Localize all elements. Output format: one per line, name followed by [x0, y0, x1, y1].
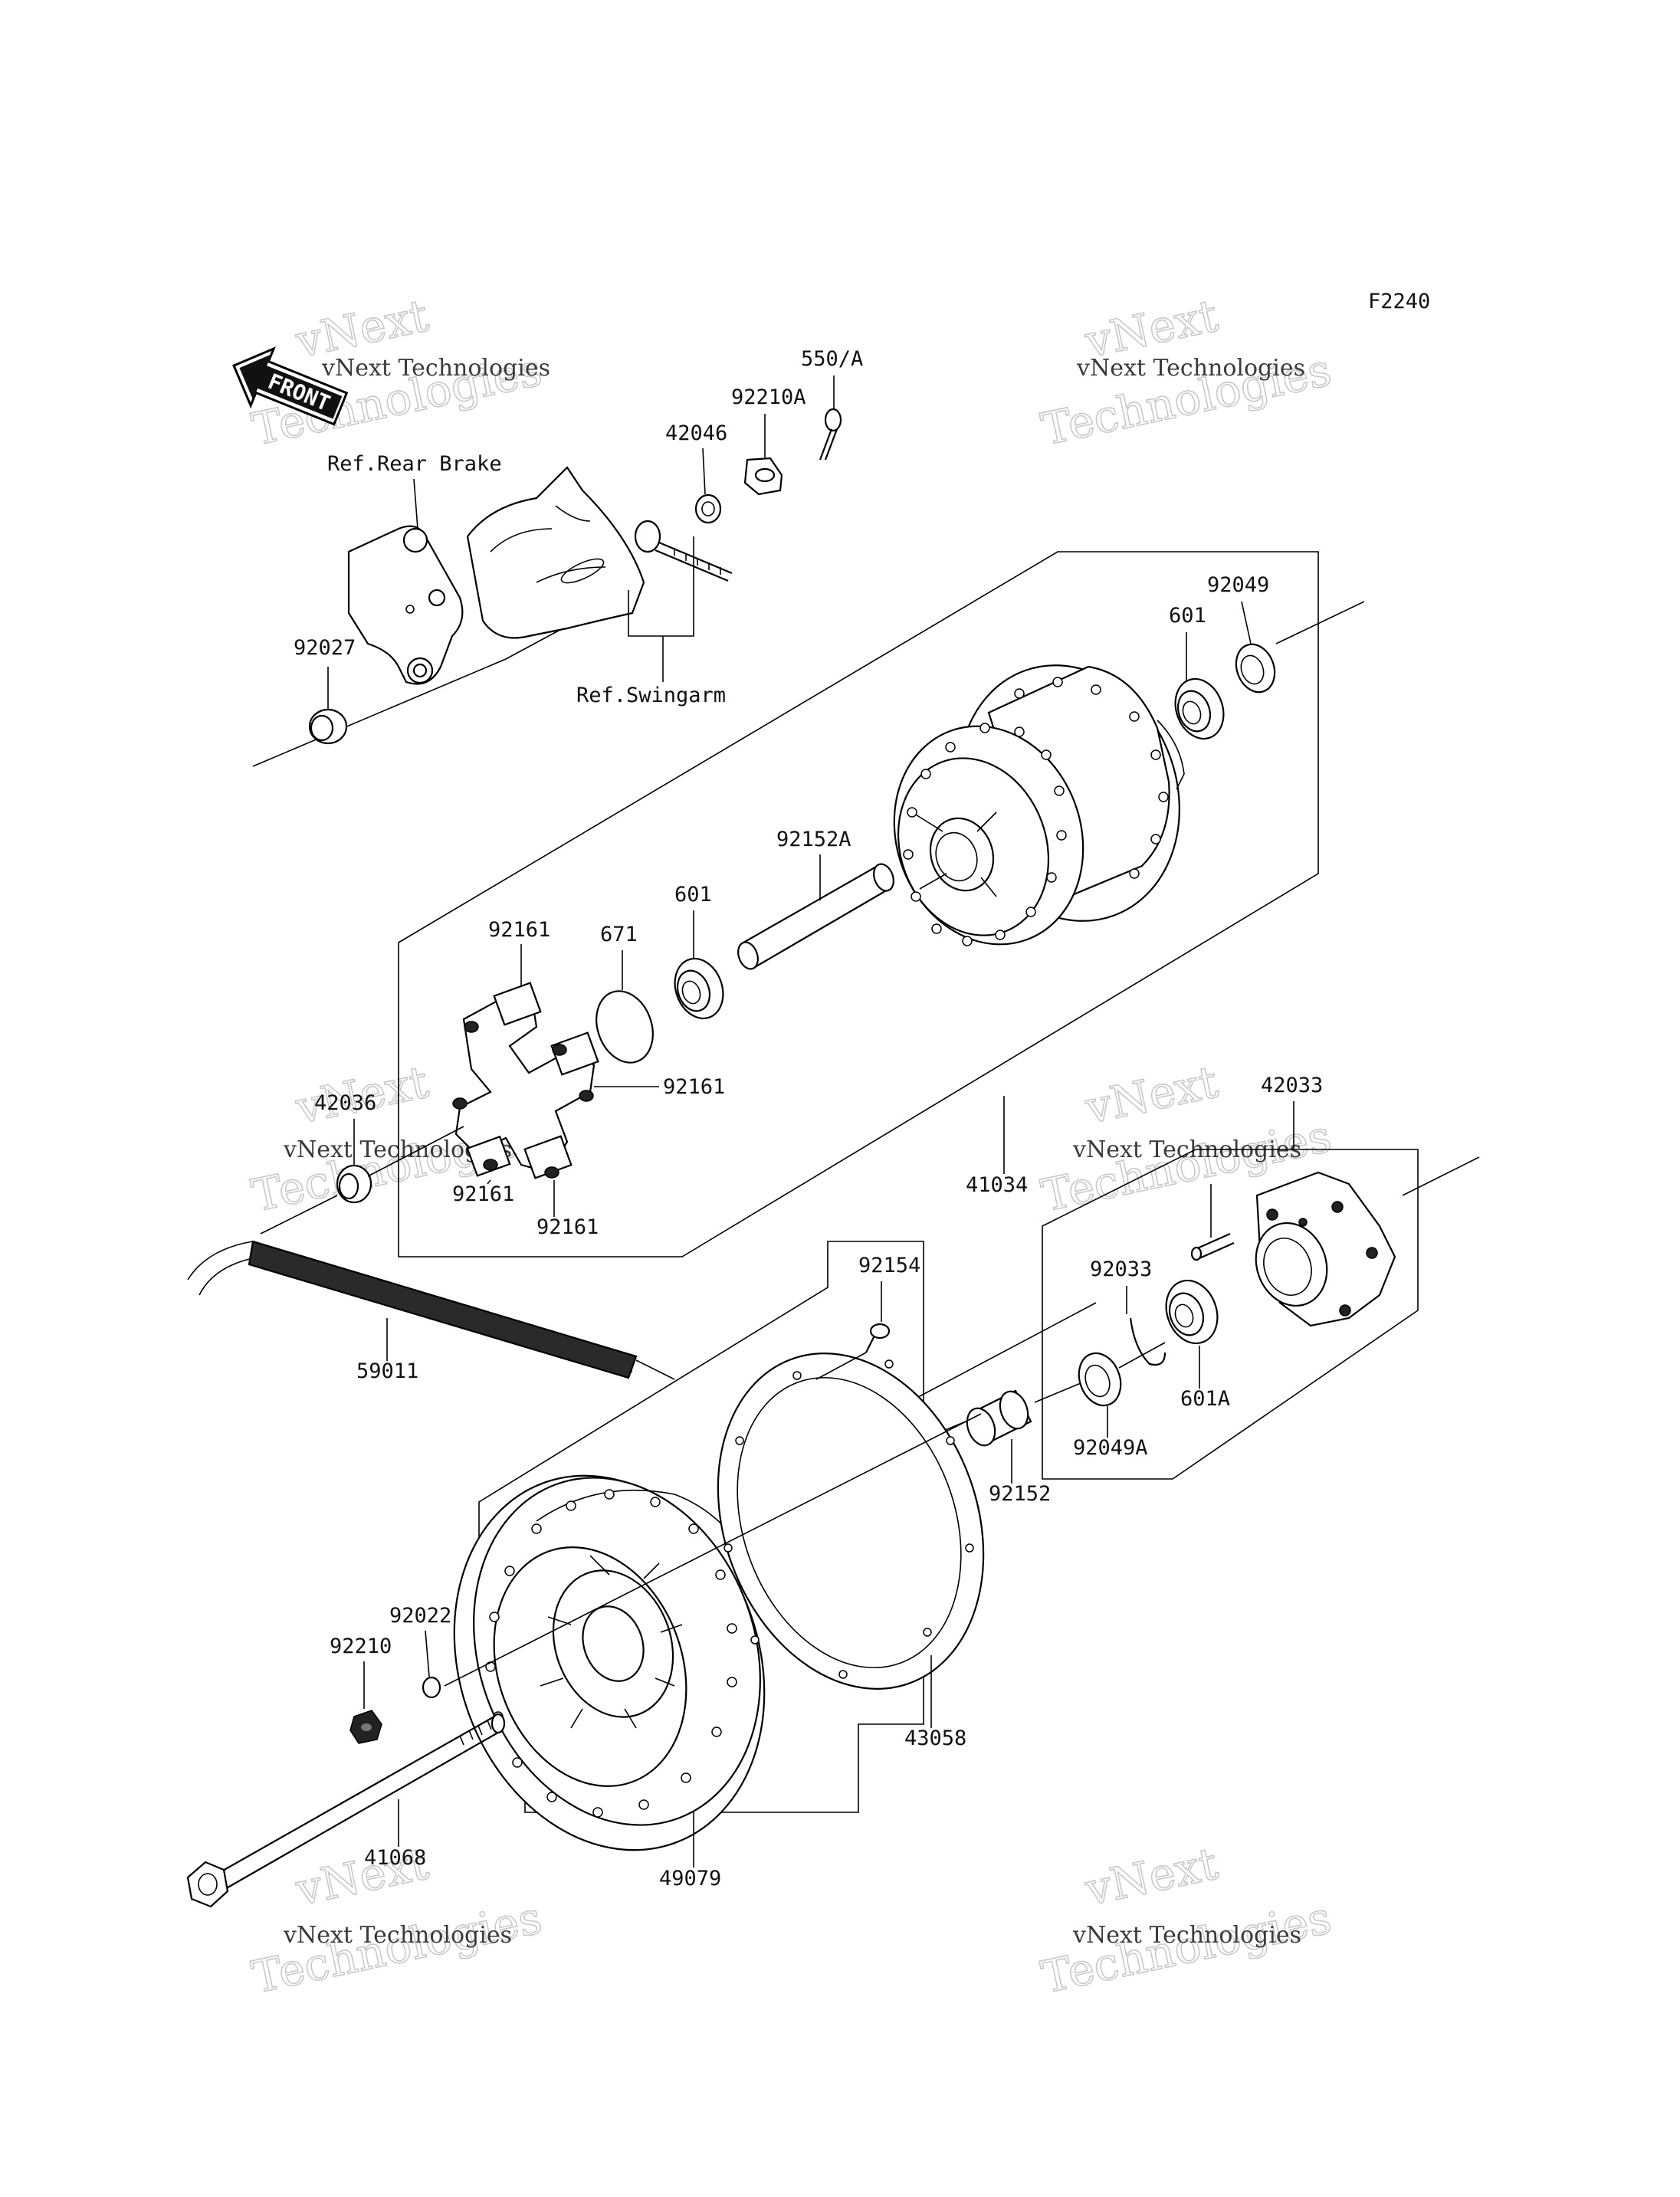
- spacer-tube-92152a: [737, 863, 894, 970]
- castle-nut-92210a: [743, 457, 783, 496]
- part-label-92152a: 92152A: [776, 828, 851, 851]
- axis-line: [815, 1352, 867, 1380]
- axis-line: [1275, 601, 1365, 644]
- axis-line: [1034, 1382, 1081, 1403]
- part-label-601-mid: 601: [674, 883, 712, 907]
- watermark-text: vNext Technologies: [283, 1922, 512, 1949]
- part-label-92049: 92049: [1207, 573, 1269, 597]
- washer-92022: [422, 1676, 441, 1699]
- watermark-text: vNext Technologies: [1076, 355, 1305, 382]
- part-label-92161-a: 92161: [488, 918, 550, 942]
- assembly-outline-41034: [398, 551, 1319, 1258]
- front-arrow-icon: FRONT: [232, 346, 349, 426]
- bolt-92154: [865, 1323, 891, 1353]
- spacer-92152: [966, 1389, 1032, 1447]
- leader-line: [702, 448, 706, 495]
- part-label-92152: 92152: [989, 1482, 1051, 1506]
- watermark-bottom-left: vNext Technologies: [247, 1837, 546, 2005]
- part-label-92154: 92154: [858, 1254, 920, 1277]
- part-label-42036: 42036: [314, 1091, 376, 1115]
- ref-swingarm-label: Ref.Swingarm: [576, 684, 726, 707]
- oil-seal-92049: [1235, 643, 1276, 694]
- leader-line: [487, 1179, 491, 1185]
- leader-line: [413, 478, 418, 530]
- axis-line: [907, 1302, 1097, 1403]
- swingarm-end: [466, 466, 645, 639]
- part-label-601a: 601A: [1180, 1387, 1230, 1411]
- axle-41068: [186, 1713, 506, 1908]
- axis-line: [367, 1126, 464, 1177]
- figure-code: F2240: [1368, 290, 1430, 313]
- part-label-92210: 92210: [330, 1635, 392, 1658]
- axis-line: [1118, 1342, 1166, 1369]
- bearing-601-mid: [674, 957, 724, 1020]
- axis-line: [1402, 1156, 1480, 1196]
- part-label-41068: 41068: [364, 1846, 426, 1870]
- drive-belt-59011: [187, 1240, 675, 1380]
- hub-damper-cushions: [452, 982, 599, 1179]
- part-label-92161-d: 92161: [536, 1215, 599, 1239]
- axis-line: [252, 658, 507, 767]
- wheel-rim-holes: [485, 1489, 737, 1818]
- cotter-pin-550a: [819, 408, 842, 461]
- part-label-92027: 92027: [294, 636, 356, 660]
- coupling-42033: [1255, 1171, 1396, 1327]
- ref-rear-brake-label: Ref.Rear Brake: [327, 452, 502, 476]
- part-label-42033: 42033: [1261, 1074, 1323, 1097]
- stud-bolt: [1190, 1232, 1235, 1261]
- leader-line: [425, 1630, 430, 1677]
- part-label-550a: 550/A: [801, 347, 863, 371]
- watermark-text: vNext Technologies: [1072, 1922, 1301, 1949]
- watermark-text: vNext: [1081, 1055, 1222, 1134]
- collar-42036: [336, 1164, 372, 1204]
- hub-flange-holes: [903, 677, 1169, 946]
- axis-line: [260, 1195, 338, 1235]
- part-label-42046: 42046: [665, 421, 727, 445]
- part-label-59011: 59011: [356, 1359, 418, 1383]
- watermark-text: vNext Technologies: [321, 355, 550, 382]
- part-label-92161-c: 92161: [452, 1182, 514, 1206]
- chain-adjuster-bolt: [634, 520, 733, 582]
- part-label-92049a: 92049A: [1073, 1436, 1148, 1460]
- bearing-601a: [1165, 1279, 1219, 1345]
- assembly-outline-42033: [1042, 1149, 1419, 1480]
- leader-line: [1241, 601, 1252, 644]
- rear-brake-bracket: [347, 525, 464, 685]
- part-label-92033: 92033: [1090, 1258, 1152, 1281]
- sprocket-ring-43058: [717, 1353, 985, 1690]
- nut-92210: [349, 1710, 382, 1744]
- part-label-601-top: 601: [1169, 604, 1206, 628]
- circlip-92033: [1129, 1317, 1166, 1366]
- part-label-49079: 49079: [659, 1867, 721, 1890]
- watermark-bottom-right: vNext Technologies: [1036, 1837, 1336, 2005]
- part-label-43058: 43058: [904, 1726, 966, 1750]
- watermark-text: vNext: [1081, 1837, 1222, 1916]
- o-ring-671: [596, 990, 654, 1064]
- cast-wheel-49079: [453, 1474, 767, 1851]
- hub-drum: [893, 664, 1185, 946]
- bearing-601-top: [1174, 677, 1225, 740]
- part-label-92022: 92022: [389, 1604, 451, 1628]
- washer-42046: [694, 494, 722, 524]
- part-label-92161-b: 92161: [663, 1075, 725, 1099]
- part-label-92210a: 92210A: [731, 385, 806, 409]
- sprocket-ring-holes: [724, 1359, 974, 1679]
- oil-seal-92049a: [1078, 1352, 1122, 1407]
- part-label-41034: 41034: [966, 1173, 1028, 1197]
- axis-line: [444, 1413, 982, 1687]
- leader-line: [628, 536, 694, 637]
- collar-92027: [308, 708, 348, 745]
- part-label-671: 671: [600, 923, 638, 946]
